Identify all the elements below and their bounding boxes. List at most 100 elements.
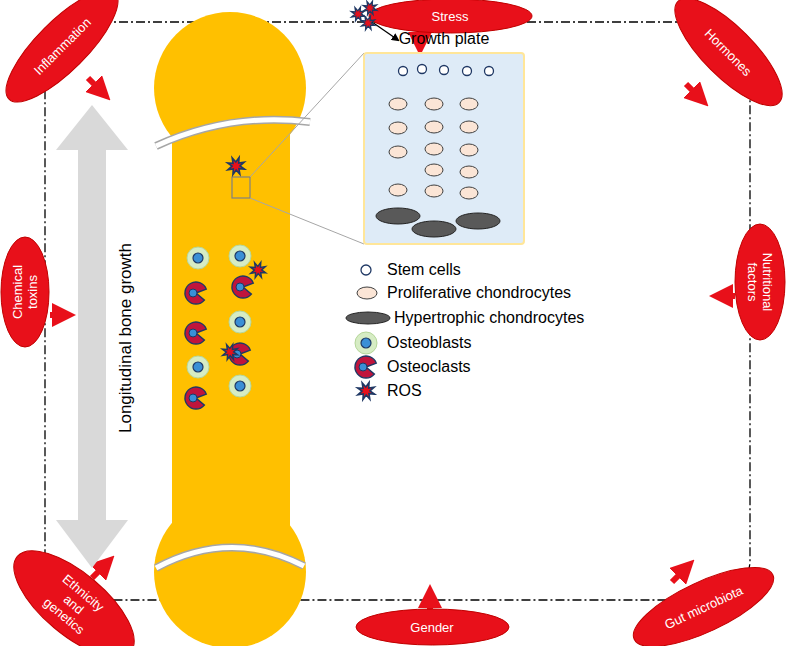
factor-label: Chemical toxins	[10, 257, 40, 327]
factor-label: Nutritional factors	[745, 242, 775, 322]
factor-ellipse: Stress	[368, 0, 533, 34]
factor-label: Stress	[380, 9, 520, 24]
ros-star	[248, 260, 269, 281]
factor-ellipse: Nutritional factors	[734, 223, 786, 341]
ellipse-shape	[623, 552, 783, 646]
factor-label: Ethnicity and genetics	[33, 565, 114, 643]
ros-star	[359, 14, 377, 32]
stem-cell	[463, 67, 472, 76]
inset-heading: Growth plate	[365, 30, 523, 48]
osteoclast-cell	[185, 282, 206, 304]
factor-ellipse: Hormones	[658, 0, 787, 122]
ros-star	[224, 154, 247, 177]
ellipse-content: Chemical toxins	[0, 236, 50, 348]
proliferative-cell	[460, 166, 478, 178]
factor-ellipse: Inflammation	[0, 0, 134, 118]
osteoblast-cell	[187, 356, 209, 378]
ellipse-shape	[0, 0, 133, 117]
osteoclast-cell	[185, 387, 206, 409]
factor-label: Inflammation	[11, 0, 114, 97]
stem-cells	[399, 65, 494, 76]
ellipse-content: Ethnicity and genetics	[0, 531, 152, 646]
stem-cell	[399, 67, 408, 76]
zoom-box	[232, 177, 250, 198]
ellipse-content: Inflammation	[0, 0, 134, 118]
legend-sample	[355, 356, 376, 378]
factor-ellipse: Gut microbiota	[622, 551, 784, 646]
hypertrophic-cell	[376, 208, 420, 224]
legend-sample	[361, 265, 371, 275]
factor-arrow	[88, 78, 102, 92]
ellipse-shape	[660, 0, 787, 120]
stem-cell	[440, 66, 449, 75]
proliferative-cell	[460, 144, 478, 156]
ros-marks	[220, 0, 380, 362]
ellipse-content: Hormones	[658, 0, 787, 122]
ellipse-content: Stress	[368, 0, 533, 34]
osteoclast-cell	[232, 276, 253, 298]
proliferative-chondrocytes	[389, 98, 478, 199]
factor-ellipse: Gender	[355, 608, 510, 646]
ellipse-shape	[735, 224, 785, 340]
growth-plate-line	[156, 120, 310, 146]
ellipse-content: Nutritional factors	[734, 223, 786, 341]
ellipse-shape	[0, 533, 151, 646]
zoom-line	[250, 198, 364, 244]
bone	[154, 12, 306, 646]
zoom-line	[250, 53, 364, 177]
osteoblast-cell	[229, 375, 251, 397]
ellipse-outline	[0, 0, 134, 118]
bone-epiphysis	[154, 496, 306, 646]
ellipse-shape	[369, 0, 532, 33]
growth-plate-line	[156, 120, 310, 146]
bone-shaft	[172, 100, 290, 560]
osteoblast-cell	[187, 247, 209, 269]
proliferative-cell	[425, 164, 443, 176]
legend-label: Proliferative chondrocytes	[387, 284, 571, 302]
bone-cells	[185, 245, 253, 409]
proliferative-cell	[425, 98, 443, 110]
factor-arrow	[92, 564, 106, 578]
factor-label: Hormones	[680, 4, 775, 99]
proliferative-cell	[460, 121, 478, 133]
proliferative-cell	[389, 122, 407, 134]
axis-label: Longitudinal bone growth	[116, 243, 136, 433]
factor-label: Gender	[367, 620, 497, 635]
proliferative-cell	[460, 187, 478, 199]
osteoblast-cell	[229, 245, 251, 267]
proliferative-cell	[389, 146, 407, 158]
growth-plate-line	[156, 547, 304, 568]
proliferative-cell	[425, 143, 443, 155]
legend-label: Osteoclasts	[387, 358, 471, 376]
factor-arrow	[672, 568, 686, 582]
legend-sample	[357, 287, 377, 299]
legend-label: Stem cells	[387, 261, 461, 279]
osteoblast-cell	[229, 311, 251, 333]
legend-sample	[355, 332, 377, 354]
ellipse-content: Gender	[355, 608, 510, 646]
proliferative-cell	[425, 121, 443, 133]
factor-arrows	[50, 30, 735, 610]
legend-label: Hypertrophic chondrocytes	[394, 309, 584, 327]
legend-sample	[346, 312, 390, 324]
proliferative-cell	[389, 184, 407, 196]
osteoclast-cell	[185, 322, 206, 344]
hypertrophic-cell	[456, 213, 500, 229]
factor-ellipse: Ethnicity and genetics	[0, 531, 152, 646]
ellipse-outline	[658, 0, 787, 122]
ros-star	[220, 342, 241, 363]
legend-samples	[346, 265, 390, 403]
proliferative-cell	[460, 98, 478, 110]
legend-label: ROS	[387, 382, 422, 400]
stem-cell	[485, 67, 494, 76]
ellipse-shape	[356, 609, 509, 645]
proliferative-cell	[389, 98, 407, 110]
ros-star	[361, 0, 379, 17]
factor-arrow	[427, 596, 433, 610]
growth-plate-line	[156, 547, 304, 568]
factor-arrow	[686, 84, 700, 98]
ellipse-content: Gut microbiota	[622, 551, 784, 646]
stem-cell	[418, 65, 427, 74]
factor-ellipse: Chemical toxins	[0, 236, 50, 348]
